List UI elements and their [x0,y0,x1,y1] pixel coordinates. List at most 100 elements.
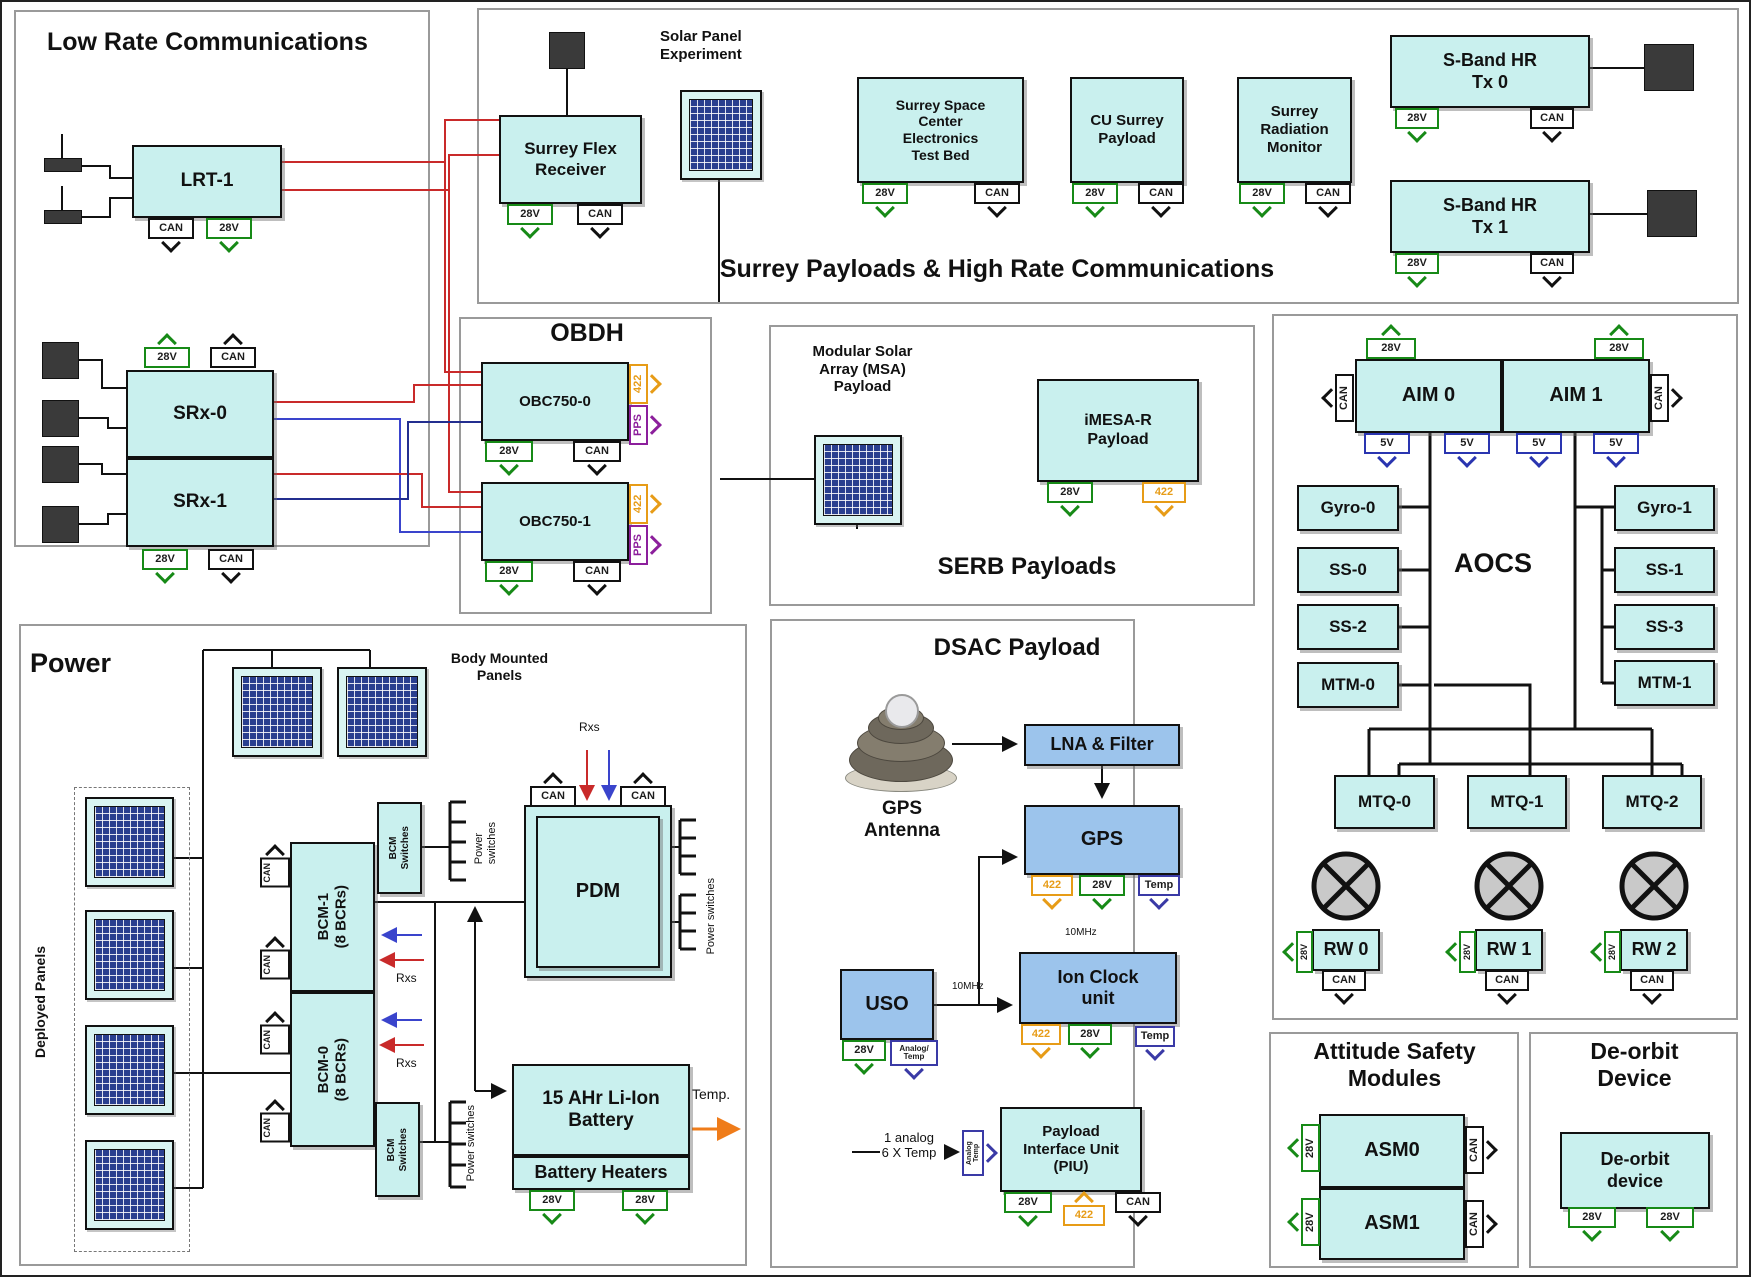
connector-label: 28V [1594,338,1644,359]
28v-connector: 28V [1239,183,1285,218]
connector-label: 5V [1593,433,1639,454]
connector-label: 28V [622,1190,668,1211]
antenna-icon [42,446,79,483]
connector-label: CAN [260,858,290,888]
can-connector: CAN [573,561,621,596]
connector-label: CAN [1530,253,1574,274]
gps-antenna-label: GPS Antenna [847,798,957,843]
connector-label: 28V [485,441,533,462]
connector-label: Temp [1138,875,1180,896]
ion-clock-unit-label: Ion Clock unit [1057,966,1139,1008]
422-connector: 422 [1031,875,1073,910]
28v-connector: 28V [1590,931,1621,973]
connector-label: 28V [1604,931,1621,973]
s-band-hr-tx-0-label: S-Band HR Tx 0 [1443,50,1537,92]
422-connector: 422 [1021,1024,1061,1059]
can-connector: CAN [577,204,623,239]
temp-connector: Temp [1135,1026,1175,1061]
ss-1: SS-1 [1614,547,1715,593]
bcm-0-label: BCM-0 (8 BCRs) [314,1037,350,1102]
antenna-icon [42,506,79,543]
surrey-space-center-test-bed: Surrey Space Center Electronics Test Bed [857,77,1024,183]
28v-connector: 28V [1287,1198,1320,1246]
can-connector: CAN [1305,183,1351,218]
28v-connector: 28V [142,549,188,584]
rw-1-label: RW 1 [1486,939,1532,960]
connector-label: 28V [1301,1198,1320,1246]
dsac-payload-title-text: DSAC Payload [933,634,1101,661]
connector-label: 28V [1395,253,1439,274]
rxs-pdm-label: Rxs [579,720,614,734]
28v-connector: 28V [1445,931,1476,973]
solar-panel-experiment-label: Solar Panel Experiment [660,28,780,63]
ss-2-label: SS-2 [1329,616,1367,636]
can-connector: CAN [1321,374,1354,422]
28v-connector: 28V [1366,324,1416,359]
5v-connector: 5V [1444,433,1490,468]
connector-label: 28V [1239,183,1285,204]
aocs-title-text: AOCS [1454,548,1533,578]
imesa-r-payload: iMESA-R Payload [1037,379,1199,482]
can-connector: CAN [1465,1126,1498,1174]
body-mounted-panels-label: Body Mounted Panels [422,650,577,683]
obc750-1-label: OBC750-1 [519,512,591,530]
freq-10mhz-uso-text: 10MHz [952,981,984,992]
solar-cell-grid [241,676,313,748]
connector-label: 28V [529,1190,575,1211]
connector-label: 28V [142,549,188,570]
uso: USO [840,969,934,1040]
attitude-safety-modules-title-text: Attitude Safety Modules [1313,1038,1476,1092]
connector-label: 28V [1366,338,1416,359]
solar-cell-grid [94,806,165,878]
low-rate-communications-title: Low Rate Communications [47,28,437,58]
mtq-2: MTQ-2 [1602,775,1702,829]
power-switches-label-1: Power switches [466,796,506,891]
28v-connector: 28V [1072,183,1118,218]
asm1-label: ASM1 [1364,1212,1420,1235]
srx-1: SRx-1 [126,458,274,547]
bcm-switches-1-label: BCM Switches [387,826,411,870]
rxs-bcm1-label: Rxs [396,971,431,985]
can-connector: CAN [620,772,666,807]
ss-1-label: SS-1 [1645,559,1684,579]
can-connector: CAN [260,936,290,989]
ion-clock-unit: Ion Clock unit [1019,952,1177,1024]
connector-label: CAN [260,1113,290,1143]
5v-connector: 5V [1593,433,1639,468]
gyro-1: Gyro-1 [1614,485,1715,531]
gyro-1-label: Gyro-1 [1637,497,1692,517]
obdh-title: OBDH [522,319,652,349]
rw-0-label: RW 0 [1323,939,1369,960]
28v-connector: 28V [1395,253,1439,288]
low-rate-communications-title-text: Low Rate Communications [47,28,368,56]
serb-payloads-title: SERB Payloads [902,553,1152,581]
can-connector: CAN [1530,108,1574,143]
bcm-1: BCM-1 (8 BCRs) [290,842,375,992]
battery-temp-label-text: Temp. [692,1086,731,1102]
connector-label: 5V [1516,433,1562,454]
srx-1-label: SRx-1 [173,491,227,513]
deployed-panels-label-text: Deployed Panels [31,945,48,1059]
s-band-hr-tx-0: S-Band HR Tx 0 [1390,35,1590,108]
attitude-safety-modules-title: Attitude Safety Modules [1282,1038,1507,1092]
surrey-payloads-title: Surrey Payloads & High Rate Communicatio… [642,255,1352,285]
connector-label: 28V [1079,875,1125,896]
analogtemp-connector: Analog Temp [962,1130,998,1176]
28v-connector: 28V [1287,1124,1320,1172]
obdh-title-text: OBDH [550,319,624,347]
rxs-bcm0-label: Rxs [396,1056,431,1070]
solar-panel-experiment-label-text: Solar Panel Experiment [660,28,742,63]
uso-label: USO [865,992,909,1015]
rw-2-label: RW 2 [1631,939,1677,960]
connector-label: 28V [1568,1207,1616,1228]
can-connector: CAN [208,549,254,584]
28v-connector: 28V [1004,1192,1052,1227]
deorbit-device-box-label: De-orbit device [1600,1149,1670,1191]
connector-label: 28V [1004,1192,1052,1213]
connector-label: 28V [144,347,190,368]
dome-top [885,694,919,728]
connector-label: 28V [1646,1207,1694,1228]
power-switches-label-2-text: Power switches [464,1104,477,1182]
28v-connector: 28V [144,333,190,368]
